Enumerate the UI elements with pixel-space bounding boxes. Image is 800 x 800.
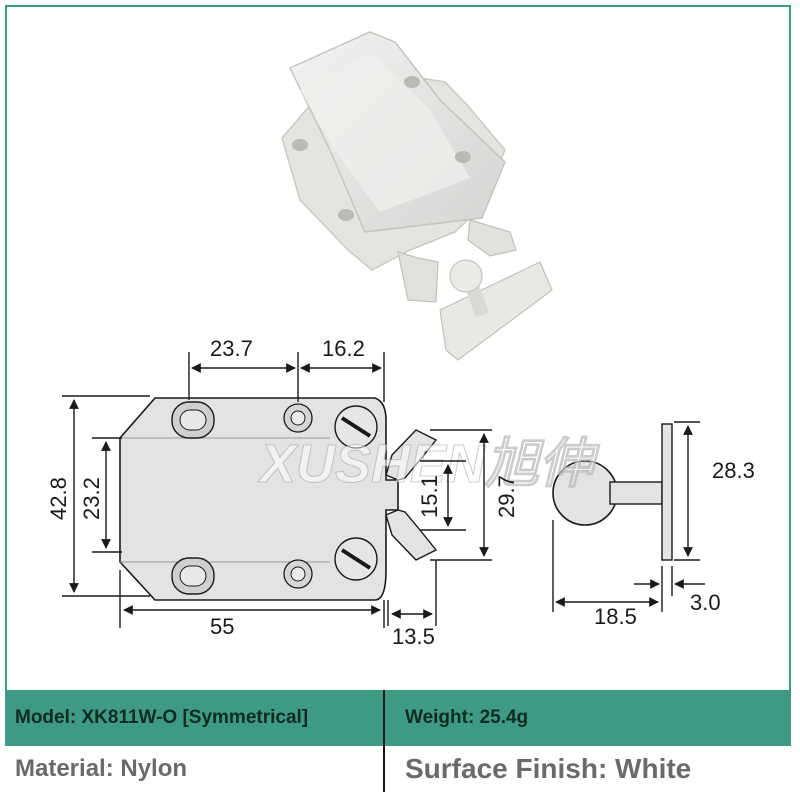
dim-height-inner: 23.2 bbox=[79, 477, 104, 520]
dim-top-left: 23.7 bbox=[210, 336, 253, 361]
dim-latch-height: 29.7 bbox=[494, 475, 519, 518]
product-photo bbox=[281, 31, 553, 361]
latch-front-view bbox=[119, 397, 438, 601]
dimension-lines bbox=[62, 352, 705, 628]
dim-striker-height: 28.3 bbox=[712, 458, 755, 483]
dim-width: 55 bbox=[210, 614, 234, 639]
dim-latch-gap: 15.1 bbox=[417, 475, 442, 518]
dim-striker-thickness: 3.0 bbox=[690, 590, 721, 615]
dim-top-right: 16.2 bbox=[322, 336, 365, 361]
watermark: XUSHEN旭伸 bbox=[257, 434, 601, 494]
material-cell: Material: Nylon bbox=[5, 746, 383, 792]
finish-text: Surface Finish: White bbox=[405, 753, 692, 784]
model-cell: Model: XK811W-O [Symmetrical] bbox=[5, 690, 383, 746]
finish-cell: Surface Finish: White bbox=[383, 746, 791, 792]
dim-height-outer: 42.8 bbox=[46, 477, 71, 520]
technical-drawing: XUSHEN旭伸 23.7 bbox=[46, 31, 755, 649]
weight-cell: Weight: 25.4g bbox=[383, 690, 791, 746]
striker-side-view bbox=[552, 423, 673, 561]
dim-latch-depth: 13.5 bbox=[392, 624, 435, 649]
material-text: Material: Nylon bbox=[15, 755, 188, 782]
spec-table: Model: XK811W-O [Symmetrical] Weight: 25… bbox=[5, 690, 791, 792]
column-divider bbox=[383, 690, 385, 792]
dim-striker-length: 18.5 bbox=[594, 604, 637, 629]
weight-text: Weight: 25.4g bbox=[405, 707, 529, 728]
spec-row-1: Model: XK811W-O [Symmetrical] Weight: 25… bbox=[5, 690, 791, 746]
model-text: Model: XK811W-O [Symmetrical] bbox=[15, 707, 309, 728]
spec-row-2: Material: Nylon Surface Finish: White bbox=[5, 746, 791, 792]
